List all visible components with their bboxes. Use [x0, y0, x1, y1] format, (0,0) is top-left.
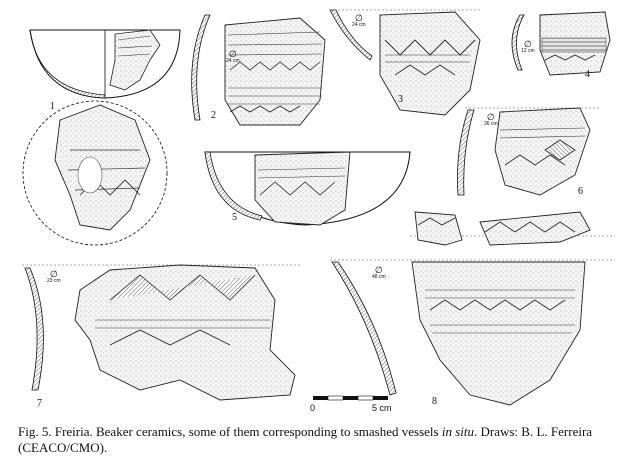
scale-bar — [313, 395, 388, 401]
figure-label-7: 7 — [37, 398, 42, 409]
scale-bar-start: 0 — [310, 403, 316, 413]
vessel-1-profile — [29, 29, 181, 99]
diameter-symbol: ∅ — [228, 49, 237, 59]
diameter-value: 23 cm — [47, 278, 61, 284]
vessel-4 — [511, 11, 611, 76]
caption-italic: in situ — [441, 424, 474, 439]
figure-label-5: 5 — [232, 212, 237, 223]
diameter-symbol: ∅ — [374, 265, 383, 275]
figure-caption: Fig. 5. Freiria. Beaker ceramics, some o… — [18, 424, 608, 456]
caption-prefix: Fig. 5. Freiria. Beaker ceramics, some o… — [18, 424, 442, 439]
diameter-value: 24 cm — [352, 22, 366, 28]
vessel-7 — [22, 264, 300, 401]
diameter-value: 12 cm — [521, 48, 535, 54]
diameter-label-7: ∅ 23 cm — [47, 269, 61, 285]
diameter-symbol: ∅ — [486, 112, 495, 122]
figure-label-1: 1 — [50, 101, 55, 112]
vessel-3 — [329, 9, 481, 116]
vessel-6 — [457, 107, 600, 196]
caption-suffix: . Draws: B. L. Ferreira (CEACO/CMO). — [18, 424, 593, 455]
figure-label-4: 4 — [585, 69, 590, 80]
vessel-1-reconstruction — [22, 100, 168, 246]
vessel-5 — [204, 151, 411, 226]
diameter-value: 24 cm — [226, 58, 240, 64]
scale-bar-end: 5 cm — [372, 403, 392, 413]
diameter-label-8: ∅ 48 cm — [372, 265, 386, 281]
figure-label-2: 2 — [211, 110, 216, 121]
vessel-8 — [330, 259, 615, 406]
figure-label-6: 6 — [578, 186, 583, 197]
diameter-value: 48 cm — [372, 274, 386, 280]
figure-label-3: 3 — [398, 94, 403, 105]
figure-illustration — [22, 9, 615, 406]
diameter-label-2: ∅ 24 cm — [226, 49, 240, 65]
figure-label-8: 8 — [432, 396, 437, 407]
diameter-symbol: ∅ — [49, 269, 58, 279]
vessel-6-sherds — [410, 211, 615, 246]
diameter-label-4: ∅ 12 cm — [521, 39, 535, 55]
diameter-label-3: ∅ 24 cm — [352, 13, 366, 29]
diameter-symbol: ∅ — [523, 39, 532, 49]
vessel-2 — [191, 14, 326, 126]
diameter-symbol: ∅ — [354, 13, 363, 23]
diameter-label-6: ∅ 36 cm — [484, 112, 498, 128]
diameter-value: 36 cm — [484, 121, 498, 127]
